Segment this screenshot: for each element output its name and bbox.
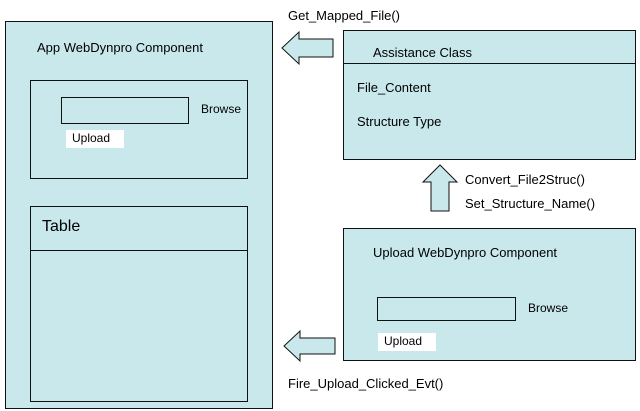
attribute-structure-type: Structure Type — [357, 114, 442, 129]
left-arrow-icon — [283, 329, 336, 363]
assistance-class-divider — [344, 63, 635, 64]
assistance-class-title: Assistance Class — [373, 45, 472, 60]
app-file-path-input[interactable] — [61, 97, 189, 124]
up-arrow-icon — [421, 164, 459, 212]
app-upload-button[interactable]: Upload — [66, 130, 124, 148]
attribute-file-content: File_Content — [357, 80, 431, 95]
app-upload-panel: Browse Upload — [30, 80, 248, 179]
upload-upload-button[interactable]: Upload — [378, 333, 436, 351]
app-webdynpro-component: App WebDynpro Component Browse Upload Ta… — [5, 21, 273, 409]
upload-browse-button[interactable]: Browse — [528, 301, 569, 315]
app-component-title: App WebDynpro Component — [37, 40, 203, 55]
label-get-mapped-file: Get_Mapped_File() — [288, 8, 400, 23]
table-title: Table — [42, 218, 81, 235]
table-header-divider — [31, 250, 247, 251]
app-browse-button[interactable]: Browse — [201, 102, 242, 116]
label-fire-upload-clicked: Fire_Upload_Clicked_Evt() — [288, 376, 444, 391]
label-set-structure-name: Set_Structure_Name() — [465, 196, 596, 211]
upload-webdynpro-component: Upload WebDynpro Component Browse Upload — [343, 228, 636, 361]
label-convert-file2struc: Convert_File2Struc() — [465, 172, 585, 187]
upload-component-title: Upload WebDynpro Component — [373, 245, 558, 260]
app-table-panel: Table — [30, 206, 248, 402]
assistance-class: Assistance Class File_Content Structure … — [343, 30, 636, 160]
upload-file-path-input[interactable] — [377, 297, 516, 321]
left-arrow-icon — [281, 30, 334, 66]
